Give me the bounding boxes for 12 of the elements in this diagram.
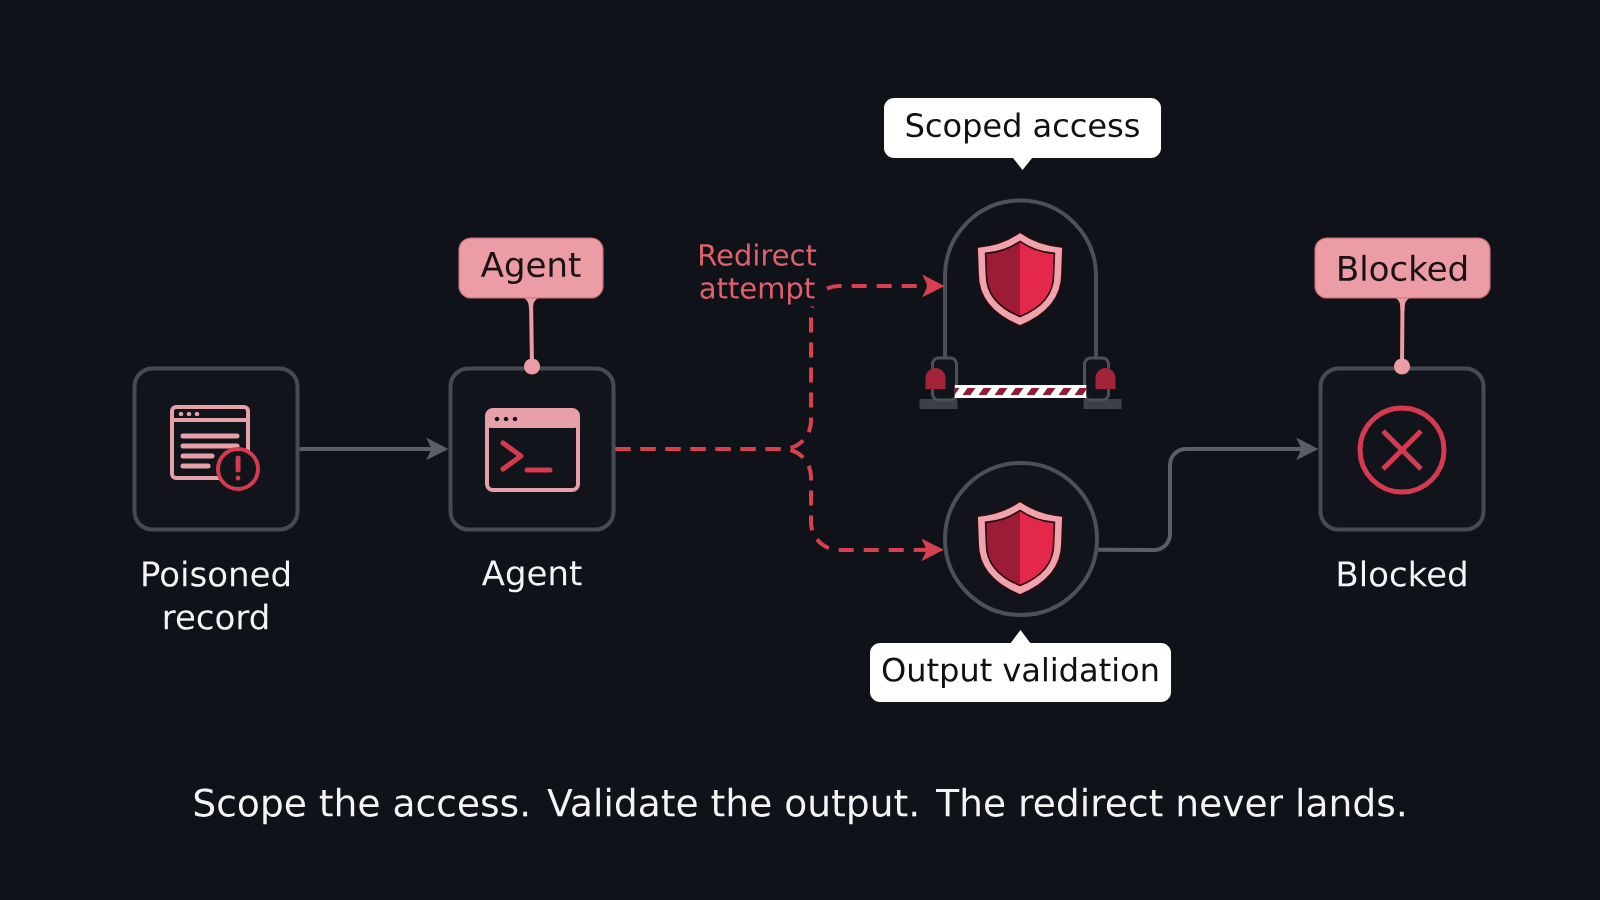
security-gate (919, 198, 1122, 409)
leader-line (524, 298, 540, 375)
tag-callout: Blocked (1314, 237, 1491, 310)
leader-line (1394, 298, 1410, 375)
node-label: Agent (481, 560, 582, 593)
speech-bubble: Output validation (870, 630, 1171, 702)
caption-text: Scope the access. Validate the output. The redirect never lands. (194, 787, 1404, 825)
speech-bubble: Scoped access (884, 98, 1161, 170)
node-label: Poisoned record (143, 560, 289, 630)
edge-label: Redirect attempt (689, 241, 825, 307)
tag-callout: Agent (458, 237, 604, 310)
node-label: Blocked (1338, 560, 1466, 587)
